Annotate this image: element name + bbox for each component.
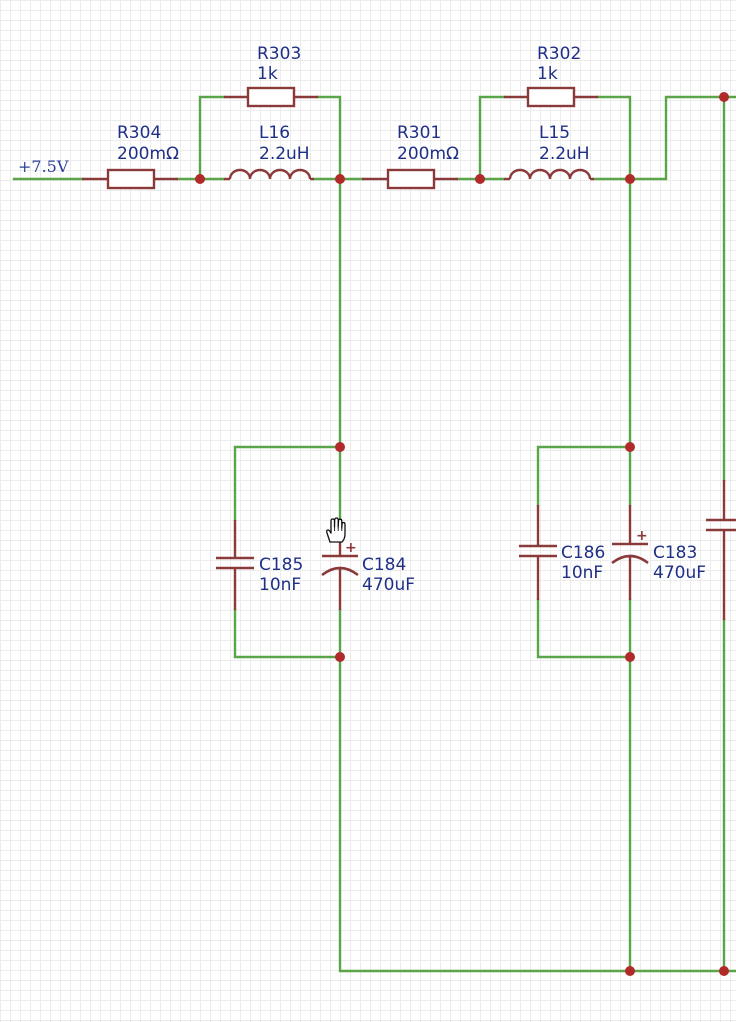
inductor-l15[interactable]: L15 2.2uH — [504, 123, 594, 181]
c183-ref: C183 — [653, 543, 697, 563]
capacitor-offscreen-right[interactable] — [706, 480, 736, 620]
wire-c185-top[interactable] — [233, 445, 342, 522]
junction-dot — [335, 652, 345, 662]
r304-ref: R304 — [117, 123, 161, 143]
resistor-r303[interactable]: R303 1k — [224, 44, 318, 108]
junction-dot — [335, 174, 345, 184]
c184-ref: C184 — [362, 555, 406, 575]
r303-value: 1k — [257, 64, 278, 84]
wire-r302-loop-left[interactable] — [478, 95, 506, 181]
c184-value: 470uF — [362, 575, 415, 595]
capacitor-c184-polarized[interactable]: + C184 470uF — [321, 520, 415, 610]
wire-c185-bottom[interactable] — [233, 608, 342, 659]
capacitor-c185[interactable]: C185 10nF — [216, 520, 303, 610]
l15-value: 2.2uH — [539, 144, 590, 164]
wire-r303-loop-left[interactable] — [198, 95, 226, 181]
junction-dot — [719, 966, 729, 976]
junction-dot — [475, 174, 485, 184]
resistor-r302[interactable]: R302 1k — [504, 44, 598, 108]
l15-ref: L15 — [539, 123, 570, 143]
capacitor-c186[interactable]: C186 10nF — [519, 505, 605, 600]
c183-polarity: + — [636, 528, 648, 544]
junction-dot — [625, 652, 635, 662]
wire-c186-top[interactable] — [536, 445, 632, 507]
r304-value: 200mΩ — [117, 144, 179, 164]
junction-dot — [195, 174, 205, 184]
r301-ref: R301 — [397, 123, 441, 143]
hand-pointer-icon — [326, 517, 346, 543]
c185-ref: C185 — [259, 555, 303, 575]
wire-to-right[interactable] — [628, 95, 736, 181]
capacitor-c183-polarized[interactable]: + C183 470uF — [611, 505, 706, 600]
c184-polarity: + — [345, 540, 357, 556]
wire-ground-return[interactable] — [338, 655, 736, 973]
l16-ref: L16 — [259, 123, 290, 143]
junction-dot — [625, 174, 635, 184]
junction-dot — [335, 442, 345, 452]
c186-value: 10nF — [561, 563, 603, 583]
wire-r303-loop-right[interactable] — [316, 95, 342, 181]
r302-ref: R302 — [537, 44, 581, 64]
c183-value: 470uF — [653, 563, 706, 583]
wire-c186-bottom[interactable] — [536, 598, 632, 659]
r301-value: 200mΩ — [397, 144, 459, 164]
r302-value: 1k — [537, 64, 558, 84]
resistor-r301[interactable]: R301 200mΩ — [362, 123, 459, 190]
inductor-l16[interactable]: L16 2.2uH — [224, 123, 314, 181]
wires — [12, 95, 736, 973]
junction-dot — [719, 92, 729, 102]
r303-ref: R303 — [257, 44, 301, 64]
junctions — [195, 92, 729, 976]
c185-value: 10nF — [259, 575, 301, 595]
wire-r302-loop-right[interactable] — [596, 95, 632, 181]
l16-value: 2.2uH — [259, 144, 310, 164]
junction-dot — [625, 442, 635, 452]
net-label-7v5[interactable]: +7.5V — [18, 157, 69, 176]
junction-dot — [625, 966, 635, 976]
c186-ref: C186 — [561, 543, 605, 563]
resistor-r304[interactable]: R304 200mΩ — [82, 123, 179, 190]
